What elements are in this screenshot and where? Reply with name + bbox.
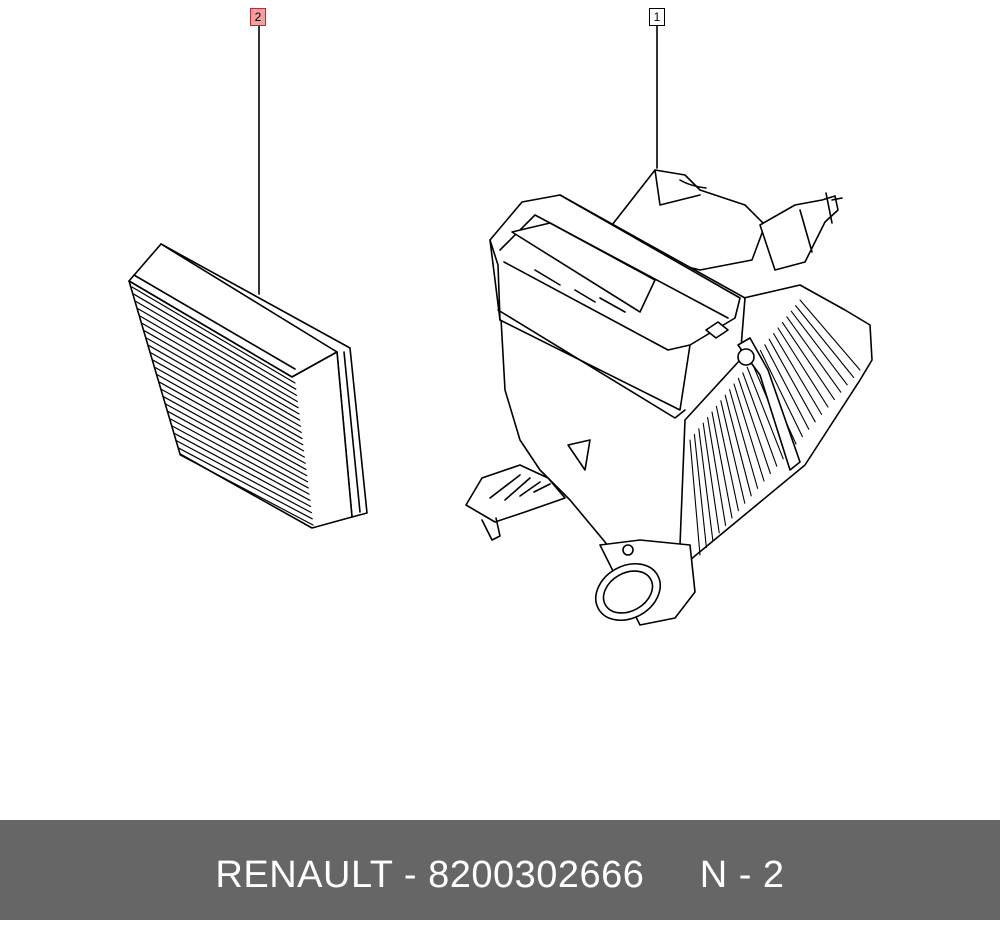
air-filter-housing-illustration (465, 169, 873, 626)
filter-pleat-line (179, 454, 314, 526)
housing-rib-line (790, 310, 848, 386)
housing-rib-line (781, 321, 835, 401)
filter-pleat-line (137, 308, 298, 403)
housing-rib-line (733, 383, 765, 482)
filter-pleat-line (135, 301, 298, 396)
housing-rib-line (689, 439, 701, 556)
housing-rib-line (773, 333, 823, 415)
filter-pleat-line (150, 352, 303, 440)
housing-rib-line (729, 389, 759, 489)
brand-name: RENAULT (215, 854, 393, 896)
filter-pleat-line (148, 344, 302, 433)
filter-pleat-line (162, 395, 308, 477)
housing-rib-line (693, 433, 707, 549)
housing-rib-line (715, 405, 739, 512)
housing-rib-line (698, 428, 714, 541)
filter-pleat-line (133, 293, 297, 390)
filter-pleat-line (158, 381, 306, 464)
housing-rib-line (724, 394, 752, 497)
filter-pleat-line (164, 403, 309, 483)
housing-rib-line (777, 327, 829, 408)
filter-pleat-line (154, 366, 305, 452)
filter-pleat-line (156, 374, 305, 458)
filter-pleat-line (131, 286, 296, 384)
parts-diagram (128, 25, 873, 626)
filter-pleat-line (141, 322, 300, 415)
filter-pleat-line (146, 337, 302, 427)
housing-rib-line (786, 316, 842, 393)
housing-rib-line (711, 411, 733, 519)
filter-pleat-line (171, 425, 311, 501)
filter-pleat-line (173, 432, 312, 508)
housing-rib-line (768, 338, 816, 423)
caption-gap (644, 854, 699, 896)
housing-rib-line (702, 422, 720, 534)
housing-rib-line (764, 344, 810, 430)
filter-pleat-line (166, 410, 309, 489)
caption-separator: - (392, 854, 429, 896)
filter-pleat-line (143, 330, 301, 421)
housing-rib-line (799, 299, 861, 371)
filter-pleat-line (160, 388, 307, 471)
air-filter-element-illustration (128, 243, 368, 529)
filter-pleat-line (152, 359, 304, 446)
filter-pleat-line (139, 315, 299, 409)
footer-bar: RENAULT - 8200302666 N - 2 (0, 820, 1000, 920)
filter-pleat-line (175, 439, 313, 514)
housing-rib-line (759, 349, 803, 438)
part-number: 8200302666 (428, 854, 645, 896)
footer-caption: RENAULT - 8200302666 N - 2 (0, 820, 1000, 920)
housing-rib-line (795, 305, 855, 378)
filter-pleat-line (177, 447, 313, 520)
housing-rib-line (742, 372, 778, 467)
callout-part-1[interactable]: 1 (649, 8, 665, 26)
housing-rib-line (707, 417, 727, 526)
housing-rib-line (746, 366, 784, 460)
callout-part-2[interactable]: 2 (250, 8, 266, 26)
filter-pleat-line (168, 417, 310, 495)
housing-rib-line (720, 400, 746, 504)
page-label: N - 2 (699, 854, 785, 896)
housing-rib-line (737, 377, 771, 475)
